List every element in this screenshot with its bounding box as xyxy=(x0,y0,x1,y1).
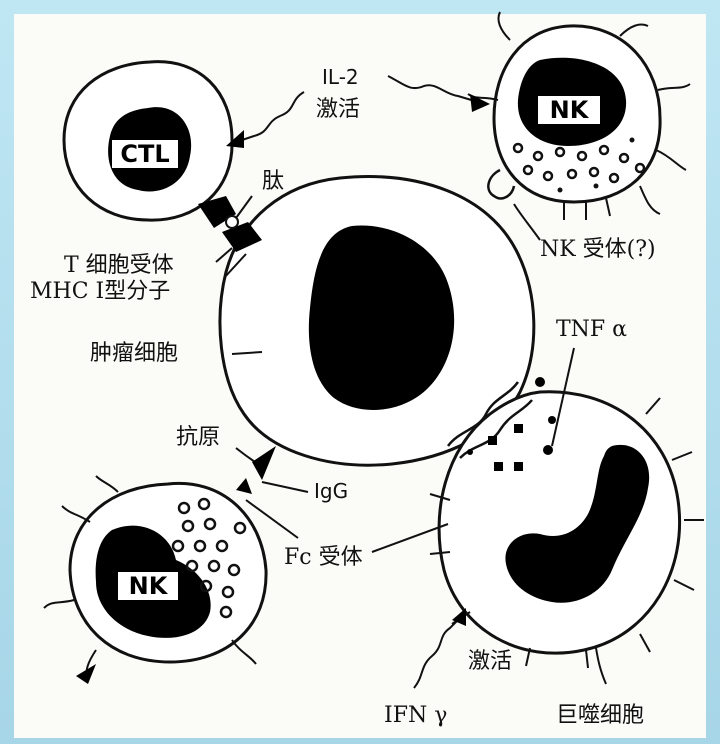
ctl-cell: CTL xyxy=(62,60,234,222)
receptor-contact xyxy=(198,196,262,252)
label-mhc: MHC Ⅰ型分子 xyxy=(30,279,170,304)
nk-top-label: NK xyxy=(550,96,590,124)
antigen-igg xyxy=(236,446,276,494)
label-activate-ifn: 激活 xyxy=(468,649,512,674)
label-nk-receptor: NK 受体(?) xyxy=(540,237,656,262)
label-macrophage: 巨噬细胞 xyxy=(556,703,644,728)
nk-bottom-label: NK xyxy=(129,572,169,600)
macrophage-cell xyxy=(429,390,704,669)
pointer-lines xyxy=(215,75,607,689)
arrow-heads xyxy=(226,94,490,626)
label-t-cell-receptor: T 细胞受体 xyxy=(64,253,174,278)
tumor-nucleus xyxy=(308,225,455,410)
label-peptide: 肽 xyxy=(262,169,284,194)
label-igg: IgG xyxy=(314,479,348,503)
ctl-label: CTL xyxy=(120,140,169,168)
tumor-cell xyxy=(218,175,536,467)
label-il2-activate: 激活 xyxy=(316,97,360,122)
nk-top-cell: NK xyxy=(467,11,691,220)
macrophage-nucleus xyxy=(505,444,650,603)
label-fc-receptor: Fc 受体 xyxy=(284,545,363,570)
tnf-granules xyxy=(447,377,556,471)
label-il2: IL-2 xyxy=(322,65,359,89)
label-tnf: TNF α xyxy=(556,317,627,342)
nk-bottom-cell: NK xyxy=(43,475,268,684)
label-ifn: IFN γ xyxy=(384,703,447,728)
label-tumor-cell: 肿瘤细胞 xyxy=(90,341,178,366)
label-antigen: 抗原 xyxy=(176,425,220,450)
